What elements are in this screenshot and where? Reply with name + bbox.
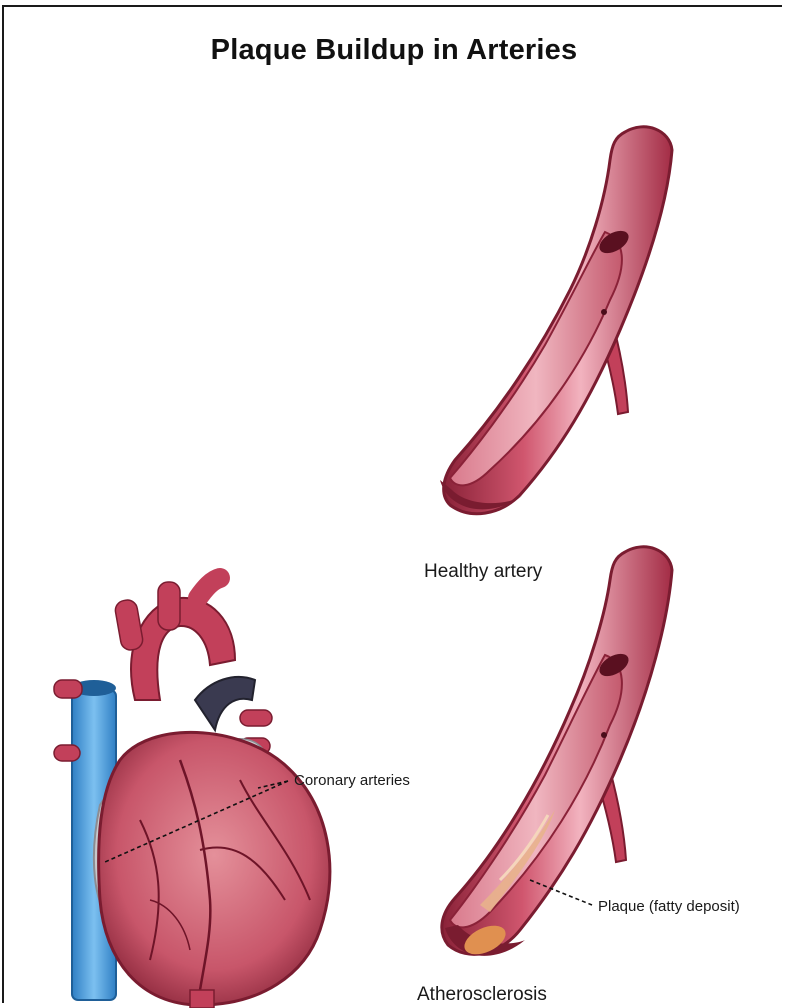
- heart-illustration: [54, 578, 330, 1008]
- atherosclerosis-label: Atherosclerosis: [417, 984, 547, 1006]
- healthy-artery-label: Healthy artery: [424, 561, 542, 583]
- healthy-artery-illustration: [440, 127, 672, 514]
- coronary-arteries-label: Coronary arteries: [294, 772, 410, 789]
- plaque-label: Plaque (fatty deposit): [598, 898, 740, 915]
